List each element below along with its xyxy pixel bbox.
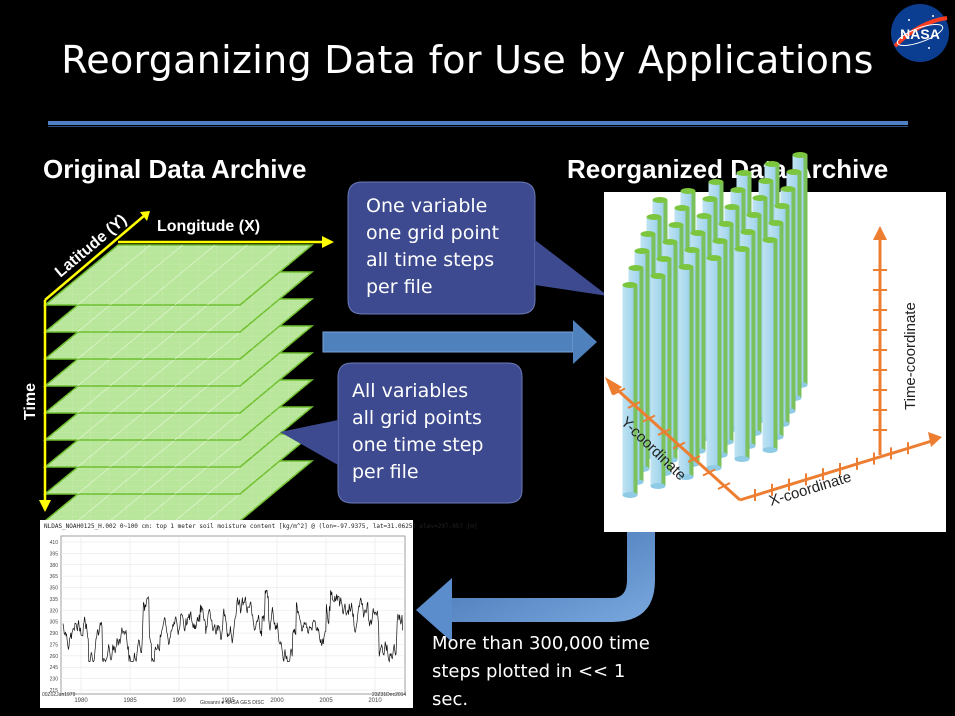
plot-arrow xyxy=(416,532,655,642)
slide-title: Reorganizing Data for Use by Application… xyxy=(61,38,874,82)
nasa-logo: NASA xyxy=(891,4,949,62)
data-cylinder xyxy=(734,246,750,462)
callout-line: All variables xyxy=(352,380,469,402)
y-tick-label: 395 xyxy=(50,551,59,557)
timeseries-start-label: 00Z02Jan1979 xyxy=(42,692,76,698)
data-cylinder xyxy=(678,264,694,480)
y-tick-label: 335 xyxy=(50,597,59,603)
callout-line: all time steps xyxy=(366,249,495,271)
timeseries-credit: Giovanni ● NASA GES DISC xyxy=(200,700,265,706)
x-tick-label: 2000 xyxy=(270,698,284,704)
y-tick-label: 410 xyxy=(50,540,59,546)
data-cylinder xyxy=(706,255,722,471)
axis-tick-marks xyxy=(612,269,909,501)
title-divider-shadow xyxy=(48,126,908,127)
y-tick-label: 215 xyxy=(50,688,59,694)
note-line: More than 300,000 time xyxy=(432,633,650,654)
x-tick-label: 1990 xyxy=(172,698,186,704)
y-tick-label: 290 xyxy=(50,631,59,637)
x-tick-label: 1980 xyxy=(74,698,88,704)
callout-two-text: All variables all grid points one time s… xyxy=(352,378,483,486)
original-axes xyxy=(39,211,334,512)
callout-one-text: One variable one grid point all time ste… xyxy=(366,193,499,301)
callout-one-box xyxy=(347,181,536,315)
title-divider xyxy=(48,121,908,125)
y-tick-label: 350 xyxy=(50,586,59,592)
callout-line: One variable xyxy=(366,195,488,217)
time-layer-stack xyxy=(42,244,315,522)
callout-one-pointer xyxy=(535,240,608,296)
soil-moisture-series xyxy=(62,589,403,663)
svg-text:NASA: NASA xyxy=(900,26,940,42)
x-tick-label: 2010 xyxy=(368,698,382,704)
x-tick-label: 1995 xyxy=(221,698,235,704)
reorganized-axes xyxy=(605,226,942,502)
y-tick-label: 380 xyxy=(50,563,59,569)
y-tick-label: 305 xyxy=(50,620,59,626)
time-coordinate-label: Time-coordinate xyxy=(902,302,919,410)
cylinder-grid xyxy=(622,152,808,498)
data-cylinder xyxy=(622,282,638,498)
note-line: sec. xyxy=(432,689,469,710)
reorganize-arrow xyxy=(322,320,597,364)
y-tick-label: 365 xyxy=(50,574,59,580)
timeseries-plot: 410 395 380 365 350 335 320 305 290 275 260 245 230 2… xyxy=(50,535,406,704)
x-tick-label: 2005 xyxy=(319,698,333,704)
y-tick-label: 230 xyxy=(50,677,59,683)
callout-line: per file xyxy=(352,461,419,483)
callout-two-box xyxy=(337,362,523,504)
performance-note: More than 300,000 time steps plotted in … xyxy=(432,630,682,714)
data-cylinder xyxy=(762,237,778,453)
y-tick-label: 245 xyxy=(50,665,59,671)
longitude-label: Longitude (X) xyxy=(157,218,261,235)
note-line: steps plotted in << 1 xyxy=(432,661,626,682)
time-axis-label: Time xyxy=(22,382,39,420)
callout-line: all grid points xyxy=(352,407,482,429)
callout-line: per file xyxy=(366,276,433,298)
original-archive-heading: Original Data Archive xyxy=(43,154,307,184)
y-tick-label: 320 xyxy=(50,608,59,614)
x-tick-label: 1985 xyxy=(123,698,137,704)
callout-line: one time step xyxy=(352,434,484,456)
callout-line: one grid point xyxy=(366,222,500,244)
reorganized-archive-heading: Reorganized Data Archive xyxy=(567,154,889,184)
timeseries-end-label: 23Z31Dec2014 xyxy=(372,692,407,698)
callout-two-pointer xyxy=(280,420,338,465)
y-tick-label: 275 xyxy=(50,642,59,648)
timeseries-header: NLDAS_NOAH0125_H.002 0~100 cm: top 1 met… xyxy=(44,523,478,530)
y-tick-label: 260 xyxy=(50,654,59,660)
